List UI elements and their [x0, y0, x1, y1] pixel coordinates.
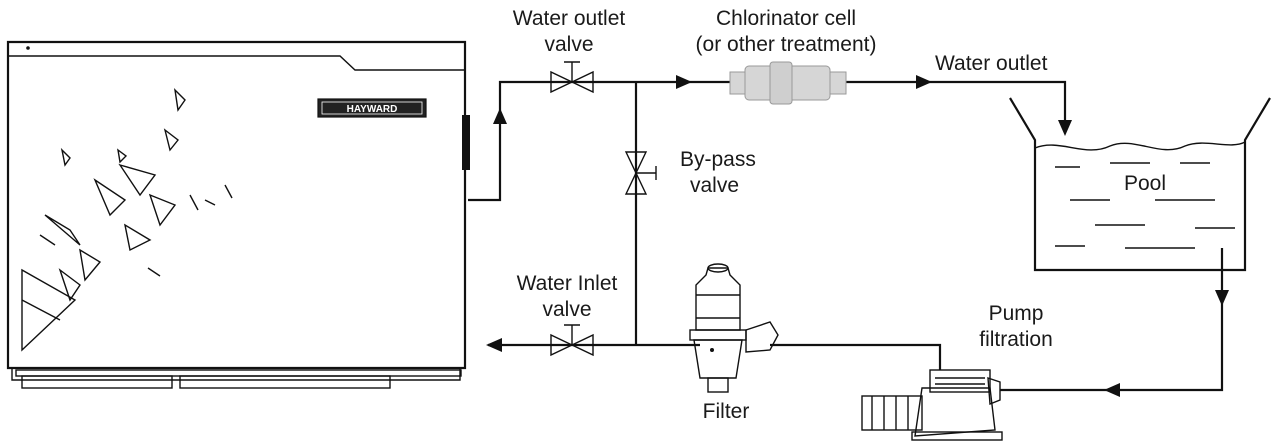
bypass-valve-icon	[624, 151, 657, 195]
water-outlet-valve-label-line1: Water outlet	[513, 7, 626, 30]
heat-pump-unit: HAYWARD	[6, 40, 470, 389]
arrow-down-icon	[1215, 290, 1229, 306]
chlorinator-cell-icon	[729, 61, 847, 105]
piping	[468, 80, 1224, 392]
labels: Water outlet valve Chlorinator cell (or …	[513, 7, 1166, 423]
water-inlet-valve-label-line2: valve	[542, 298, 591, 321]
pump-filtration-label-line2: filtration	[979, 328, 1053, 351]
pump-icon	[861, 369, 1003, 441]
water-outlet-valve-icon	[550, 61, 594, 94]
decorative-leaf-pattern-icon	[21, 88, 233, 352]
pump-filtration-label-line1: Pump	[989, 302, 1044, 325]
brand-logo-text: HAYWARD	[347, 104, 398, 115]
chlorinator-label-line2: (or other treatment)	[696, 33, 877, 56]
arrow-up-icon	[493, 108, 507, 124]
water-outlet-label: Water outlet	[935, 52, 1048, 75]
bypass-valve-label-line1: By-pass	[680, 148, 756, 171]
pool-basin	[1009, 97, 1271, 272]
bypass-valve-label-line2: valve	[690, 174, 739, 197]
filter-icon	[689, 263, 779, 393]
arrow-left-icon	[1104, 383, 1120, 397]
brand-logo-plate	[317, 98, 427, 118]
water-outlet-valve-label-line2: valve	[544, 33, 593, 56]
chlorinator-label-line1: Chlorinator cell	[716, 7, 856, 30]
arrow-right-icon	[916, 75, 932, 89]
arrow-left-icon	[486, 338, 502, 352]
flow-arrows	[486, 75, 1229, 397]
arrow-down-icon	[1058, 120, 1072, 136]
filter-label: Filter	[703, 400, 750, 423]
water-inlet-valve-icon	[550, 324, 594, 357]
arrow-right-icon	[676, 75, 692, 89]
pool-label: Pool	[1124, 172, 1166, 195]
water-inlet-valve-label-line1: Water Inlet	[517, 272, 618, 295]
